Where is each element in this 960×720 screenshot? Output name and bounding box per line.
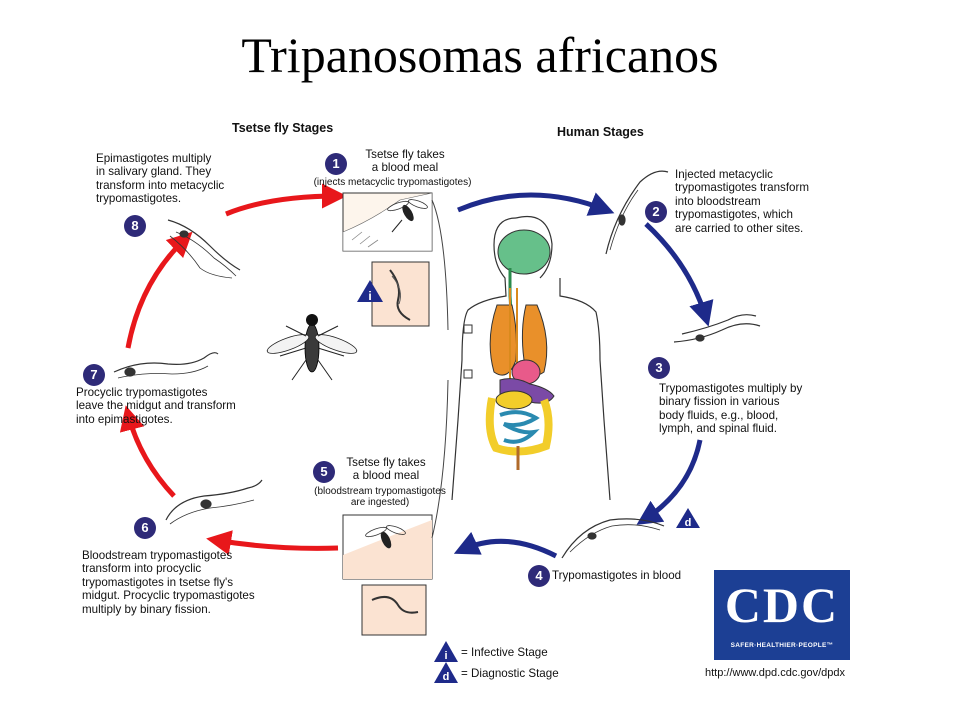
stage-5-badge: 5: [313, 461, 335, 483]
stage-1-text-main: Tsetse fly takes a blood meal: [365, 148, 445, 175]
human-body-figure: [451, 216, 611, 501]
parasite-stage-6: [165, 479, 263, 525]
diagnostic-stage-marker: d: [676, 508, 700, 529]
stage-5-subtext: (bloodstream trypomastigotes are ingeste…: [314, 486, 446, 509]
svg-text:d: d: [443, 671, 450, 683]
arrow-4-to-5: [453, 531, 558, 559]
diagnostic-marker-letter: d: [685, 517, 692, 529]
cdc-logo: CDC SAFER·HEALTHIER·PEOPLE™: [714, 570, 850, 660]
legend-infective-label: = Infective Stage: [461, 646, 548, 659]
stage-7-badge: 7: [83, 364, 105, 386]
page-title: Tripanosomas africanos: [241, 27, 719, 83]
parasite-stage-4: [561, 518, 665, 559]
stage-6-text: Bloodstream trypomastigotes transform in…: [82, 549, 255, 616]
tsetse-fly-stages-heading: Tsetse fly Stages: [232, 121, 334, 135]
legend-diagnostic-label: = Diagnostic Stage: [461, 667, 559, 680]
stage-7-text: Procyclic trypomastigotes leave the midg…: [76, 386, 236, 426]
stage-3-badge: 3: [648, 357, 670, 379]
stage-3-text: Trypomastigotes multiply by binary fissi…: [659, 382, 803, 436]
arrow-1-to-2: [457, 192, 615, 216]
parasite-stage-7: [113, 352, 219, 379]
arrow-6-to-7: [119, 405, 176, 498]
cdc-logo-text: CDC: [724, 577, 840, 633]
arrow-2-to-3: [644, 222, 714, 327]
parasite-stage-2: [605, 170, 669, 255]
tsetse-fly-illustration: [266, 314, 358, 381]
legend-infective-icon: i: [434, 641, 458, 662]
infective-marker-letter: i: [368, 289, 371, 303]
stage-5-text: Tsetse fly takes a blood meal: [346, 456, 426, 483]
stage-6-badge: 6: [134, 517, 156, 539]
stage-4-badge: 4: [528, 565, 550, 587]
arrow-7-to-8: [125, 231, 193, 349]
stage-2-text: Injected metacyclic trypomastigotes tran…: [675, 168, 810, 235]
stage-1-text: Tsetse fly takes a blood meal: [352, 148, 458, 175]
svg-text:i: i: [444, 650, 447, 662]
parasite-stage-8: [167, 219, 241, 279]
stage-2-badge: 2: [645, 201, 667, 223]
source-url: http://www.dpd.cdc.gov/dpdx: [705, 667, 846, 679]
trypomastigote-inset-top: [371, 261, 430, 327]
parasite-stage-3: [673, 314, 761, 343]
human-stages-heading: Human Stages: [557, 125, 644, 139]
stage-1-subtext: (injects metacyclic trypomastigotes): [313, 177, 472, 188]
trypomastigote-inset-bottom: [361, 584, 427, 636]
arrow-8-to-1: [225, 183, 347, 217]
stage-8-badge: 8: [124, 215, 146, 237]
fly-bite-inset-bottom: [342, 514, 433, 580]
stage-1-badge: 1: [325, 153, 347, 175]
stage-4-text: Trypomastigotes in blood: [552, 569, 682, 582]
legend-diagnostic-icon: d: [434, 662, 458, 683]
arrow-3-to-4: [636, 439, 703, 525]
stage-8-text: Epimastigotes multiply in salivary gland…: [96, 152, 225, 206]
infective-stage-marker: i: [357, 280, 383, 303]
arrow-5-to-6: [206, 530, 339, 555]
cdc-logo-tagline: SAFER·HEALTHIER·PEOPLE™: [730, 642, 834, 649]
fly-bite-inset-top: [342, 192, 433, 252]
